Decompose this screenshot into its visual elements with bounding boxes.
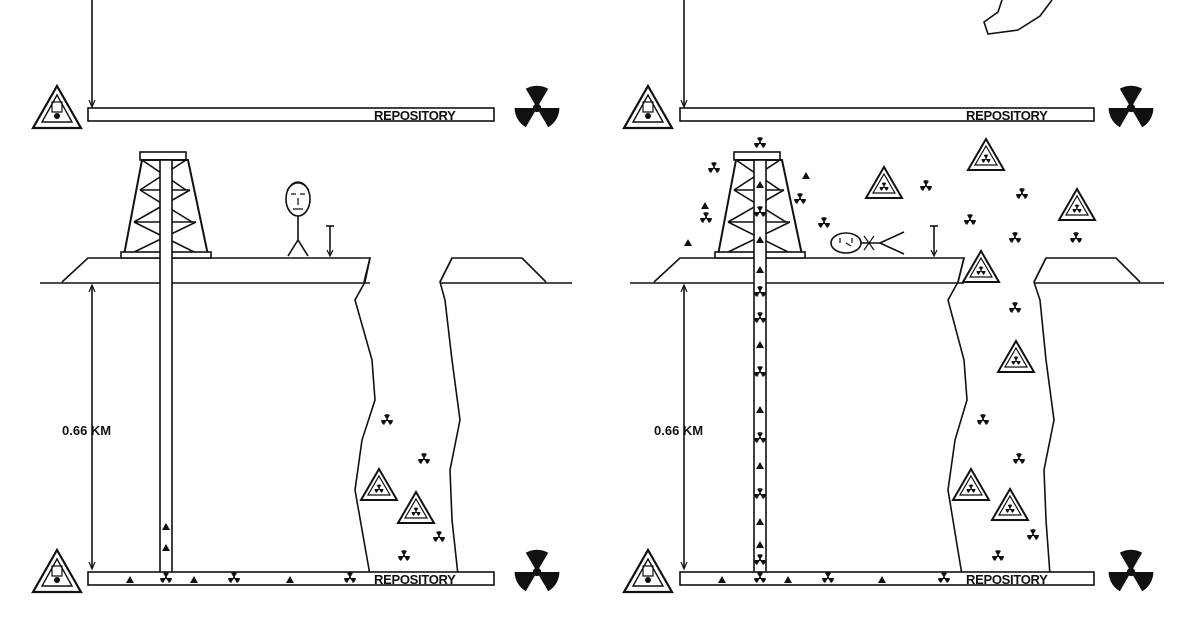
left-top-warning-triangle-icon	[31, 84, 83, 130]
left-survey-marker-icon	[326, 225, 334, 258]
right-top-repository-label: REPOSITORY	[966, 108, 1048, 123]
right-surface-particle	[802, 172, 810, 179]
right-fracture-particle	[977, 414, 989, 425]
right-fracture-right-wall	[1033, 257, 1055, 576]
left-borehole	[159, 159, 173, 579]
right-bottom-radiation-trefoil-icon	[1108, 549, 1154, 592]
left-depth-label: 0.66 KM	[62, 423, 111, 438]
left-top-radiation-trefoil-icon	[514, 85, 560, 128]
right-surface-particle	[920, 180, 932, 191]
right-fracture-left-wall	[947, 257, 968, 576]
left-top-arrow	[88, 99, 96, 109]
right-fracture-particle	[1009, 302, 1021, 313]
right-surface-particle	[818, 217, 830, 228]
right-depth-label: 0.66 KM	[654, 423, 703, 438]
right-surface-particle	[964, 214, 976, 225]
right-surface-particle-warning	[866, 167, 902, 198]
right-person-lying-icon	[830, 231, 905, 255]
right-surface-particle	[701, 202, 709, 209]
left-fracture-left-wall	[354, 257, 376, 576]
right-borehole-particle	[754, 137, 766, 148]
right-surface-particle	[1009, 232, 1021, 243]
right-top-plume-outline	[983, 0, 1053, 35]
left-particle-warning	[398, 492, 434, 523]
left-person-standing-icon	[285, 181, 311, 257]
right-ground-plateau-right	[1033, 257, 1141, 283]
right-surface-particle-warning	[1059, 189, 1095, 220]
left-ground-plateau-left	[61, 257, 372, 283]
right-bottom-warning-triangle-icon	[622, 548, 674, 594]
right-fracture-particle	[1027, 529, 1039, 540]
left-top-repository-label: REPOSITORY	[374, 108, 456, 123]
left-bottom-radiation-trefoil-icon	[514, 549, 560, 592]
left-ground-plateau-right	[439, 257, 547, 283]
right-surface-particle	[1016, 188, 1028, 199]
right-fracture-particle-warning	[998, 341, 1034, 372]
right-ground-plateau-left	[653, 257, 966, 283]
right-surface-particle	[794, 193, 806, 204]
left-particle	[398, 550, 410, 561]
right-fracture-particle	[992, 550, 1004, 561]
left-particle	[418, 453, 430, 464]
right-fracture-particle-warning	[953, 469, 989, 500]
left-panel: REPOSITORY	[31, 0, 572, 594]
left-bottom-warning-triangle-icon	[31, 548, 83, 594]
left-particle	[381, 414, 393, 425]
right-surface-particle	[700, 212, 712, 223]
right-surface-particle-warning	[963, 251, 999, 282]
right-surface-particle	[684, 239, 692, 246]
right-top-radiation-trefoil-icon	[1108, 85, 1154, 128]
right-survey-marker-icon	[930, 225, 938, 258]
right-top-warning-triangle-icon	[622, 84, 674, 130]
right-surface-particle	[708, 162, 720, 173]
left-particle-warning	[361, 469, 397, 500]
right-top-repository-bar	[679, 107, 1095, 122]
right-surface-particle	[1070, 232, 1082, 243]
right-surface-particle-warning	[968, 139, 1004, 170]
right-panel: REPOSITORY	[622, 0, 1164, 594]
left-fracture-right-wall	[439, 257, 461, 576]
right-bottom-repository-bar	[679, 571, 1095, 586]
right-fracture-particle	[1013, 453, 1025, 464]
right-bottom-repository-label: REPOSITORY	[966, 572, 1048, 587]
right-fracture-particle-warning	[992, 489, 1028, 520]
left-top-repository-bar	[87, 107, 495, 122]
left-particle	[433, 531, 445, 542]
left-bottom-repository-label: REPOSITORY	[374, 572, 456, 587]
